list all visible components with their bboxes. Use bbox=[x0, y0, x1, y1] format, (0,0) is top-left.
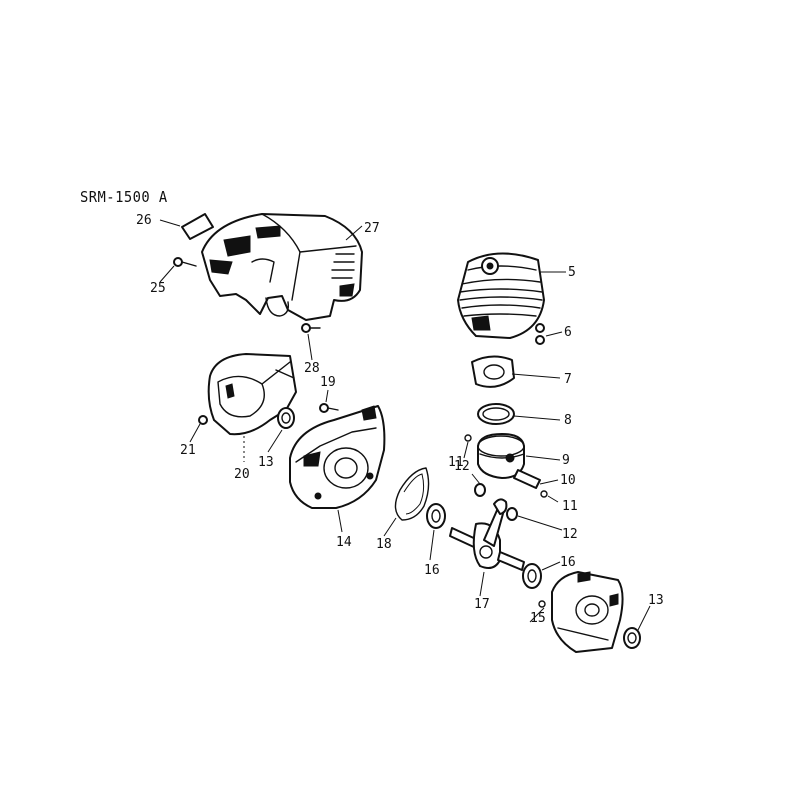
callout-20: 20 bbox=[234, 467, 250, 482]
part-screw-21 bbox=[198, 415, 208, 425]
part-needle-bearing-lower bbox=[506, 507, 518, 521]
callout-9: 9 bbox=[562, 453, 570, 468]
callout-18: 18 bbox=[376, 537, 392, 552]
callout-numbers: 26 27 25 28 5 6 7 8 19 21 20 13 11 9 12 … bbox=[136, 213, 664, 626]
part-screw-19 bbox=[319, 403, 339, 413]
part-crankcase-half bbox=[289, 405, 386, 509]
callout-26: 26 bbox=[136, 213, 152, 228]
part-screw-28 bbox=[301, 323, 321, 333]
callout-11-upper: 11 bbox=[448, 455, 464, 470]
callout-25: 25 bbox=[150, 281, 166, 296]
part-crankcase-half-right bbox=[551, 571, 624, 653]
part-piston-ring bbox=[477, 403, 515, 425]
callout-16-left: 16 bbox=[424, 563, 440, 578]
leader-lines bbox=[159, 219, 651, 631]
callout-13-left: 13 bbox=[258, 455, 274, 470]
callout-28: 28 bbox=[304, 361, 320, 376]
callout-14: 14 bbox=[336, 535, 352, 550]
part-crankcase-gasket bbox=[394, 467, 430, 521]
part-fan-housing bbox=[207, 353, 297, 436]
part-clip-upper bbox=[464, 434, 472, 442]
part-cylinder-cover bbox=[201, 213, 363, 321]
part-oil-seal-left bbox=[277, 407, 295, 429]
model-label: SRM-1500 A bbox=[80, 188, 168, 206]
callout-10: 10 bbox=[560, 473, 576, 488]
callout-17: 17 bbox=[474, 597, 490, 612]
part-oil-seal-right bbox=[623, 627, 641, 649]
callout-12-lower: 12 bbox=[562, 527, 578, 542]
part-clip-lower bbox=[540, 490, 548, 498]
callout-21: 21 bbox=[180, 443, 196, 458]
part-bearing-left bbox=[426, 503, 446, 529]
callout-8: 8 bbox=[564, 413, 572, 428]
callout-16-right: 16 bbox=[560, 555, 576, 570]
callout-5: 5 bbox=[568, 265, 576, 280]
callout-7: 7 bbox=[564, 372, 572, 387]
part-needle-bearing-upper bbox=[474, 483, 486, 497]
callout-11-lower: 11 bbox=[562, 499, 578, 514]
callout-13-right: 13 bbox=[648, 593, 664, 608]
part-screw-25 bbox=[173, 257, 197, 267]
part-bolts-6 bbox=[535, 323, 545, 345]
callout-19: 19 bbox=[320, 375, 336, 390]
part-piston-pin bbox=[513, 469, 541, 489]
callout-6: 6 bbox=[564, 325, 572, 340]
callout-27: 27 bbox=[364, 221, 380, 236]
part-dowel-15 bbox=[538, 600, 546, 608]
part-bearing-right bbox=[522, 563, 542, 589]
callout-15: 15 bbox=[530, 611, 546, 626]
part-piston bbox=[477, 433, 525, 479]
part-cylinder bbox=[457, 252, 545, 339]
part-crankshaft bbox=[449, 498, 525, 571]
part-label-plate bbox=[181, 213, 214, 240]
part-gasket bbox=[471, 355, 515, 388]
callout-12-upper: 12 bbox=[454, 459, 470, 474]
